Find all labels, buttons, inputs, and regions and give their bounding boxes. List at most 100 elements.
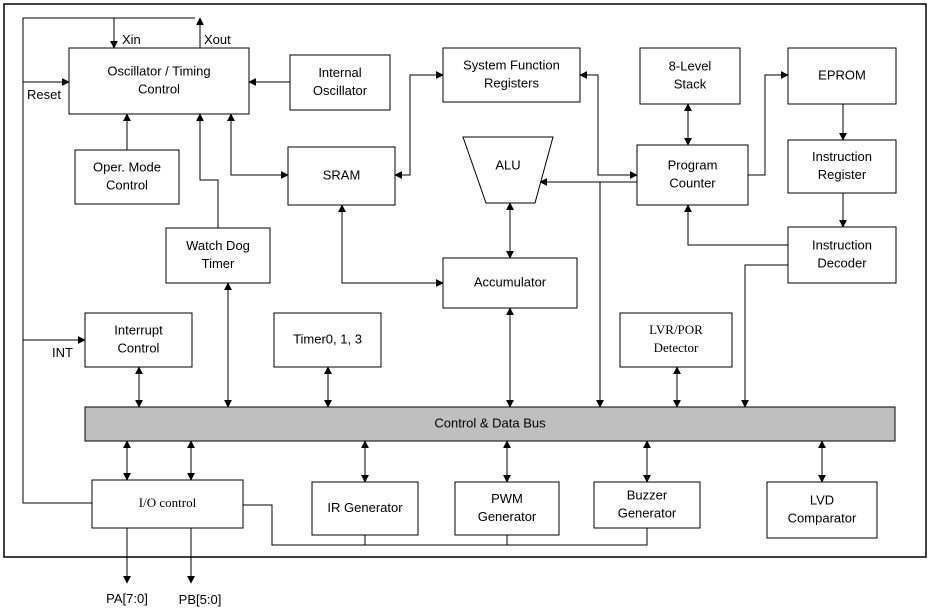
- oscillator-label: Oscillator / Timing: [107, 63, 210, 78]
- lvd-label: Comparator: [788, 510, 857, 525]
- lvr-por-box: [619, 312, 733, 368]
- sram-label: SRAM: [323, 167, 361, 182]
- watchdog-box: [165, 227, 271, 284]
- program-counter-box: [636, 144, 749, 206]
- stack-label: Stack: [674, 76, 707, 91]
- pc-eprom: [748, 71, 789, 176]
- oscillator-box: [68, 47, 250, 115]
- instr-decoder-box: [787, 226, 897, 284]
- bus-label: Control & Data Bus: [434, 415, 546, 430]
- oper-mode-box: [74, 149, 180, 205]
- lvr-por-label: Detector: [654, 340, 699, 355]
- connection-lines: [22, 17, 847, 584]
- oper-mode-label: Oper. Mode: [93, 159, 161, 174]
- oper-mode-label: Control: [106, 177, 148, 192]
- program-counter-label: Counter: [669, 175, 716, 190]
- sram-block: SRAM: [287, 146, 396, 206]
- lvd-block: LVD Comparator: [766, 481, 878, 539]
- wdt-to-osc: [196, 113, 219, 228]
- interrupt-box: [84, 312, 193, 368]
- internal-osc-box: [289, 54, 391, 111]
- instr-register-label: Register: [818, 167, 867, 182]
- pwm-gen-label: Generator: [478, 509, 537, 524]
- interrupt-label: Control: [118, 340, 160, 355]
- accumulator-box: [442, 257, 578, 309]
- lvr-por-block: LVR/POR Detector: [619, 312, 733, 368]
- sfr-pc: [579, 71, 638, 179]
- eprom-box: [787, 47, 897, 105]
- control-data-bus: [84, 406, 896, 442]
- ir-gen-box: [311, 481, 419, 536]
- sys-func-label: Registers: [484, 75, 539, 90]
- oscillator-label: Control: [138, 81, 180, 96]
- pwm-gen-block: PWM Generator: [454, 481, 560, 536]
- accumulator-block: Accumulator: [442, 257, 578, 309]
- alu-block: ALU: [495, 157, 520, 172]
- pwm-gen-label: PWM: [491, 491, 523, 506]
- internal-osc-label: Oscillator: [313, 83, 368, 98]
- io-control-box: [91, 479, 244, 529]
- outer-frame: [3, 3, 927, 558]
- timer-label: Timer0, 1, 3: [293, 331, 362, 346]
- io-control-label: I/O control: [139, 495, 197, 510]
- instr-register-box: [787, 139, 897, 194]
- watchdog-label: Timer: [202, 256, 235, 271]
- eprom-label: EPROM: [818, 67, 866, 82]
- pa-label: PA[7:0]: [106, 591, 148, 606]
- sram-box: [287, 146, 396, 206]
- ir-gen-label: IR Generator: [327, 500, 403, 515]
- alu-shape: [462, 136, 554, 204]
- watchdog-label: Watch Dog: [186, 238, 250, 253]
- sram-sfr: [394, 71, 444, 179]
- decoder-bus: [741, 264, 788, 408]
- io-gen-line: [243, 504, 648, 546]
- ir-gen-block: IR Generator: [311, 481, 419, 536]
- eprom-block: EPROM: [787, 47, 897, 105]
- io-control-block: I/O control: [91, 479, 244, 529]
- timer-block: Timer0, 1, 3: [273, 312, 382, 368]
- instr-decoder-label: Decoder: [817, 255, 867, 270]
- decoder-pc: [684, 204, 788, 246]
- instr-decoder-label: Instruction: [812, 237, 872, 252]
- osc-sram: [227, 113, 289, 179]
- int-label: INT: [52, 345, 73, 360]
- bus-block: Control & Data Bus: [434, 415, 546, 430]
- sram-acc: [338, 204, 444, 287]
- interrupt-label: Interrupt: [114, 322, 163, 337]
- sys-func-label: System Function: [463, 57, 560, 72]
- blocks: Oscillator / TimingControlInternalOscill…: [68, 47, 897, 539]
- xin-label: Xin: [122, 32, 141, 47]
- sys-func-box: [442, 47, 581, 103]
- lvd-box: [766, 481, 878, 539]
- buzzer-gen-box: [593, 481, 701, 529]
- pb-label: PB[5:0]: [179, 592, 222, 607]
- pwm-gen-box: [454, 481, 560, 536]
- buzzer-gen-label: Buzzer: [627, 487, 668, 502]
- accumulator-label: Accumulator: [474, 274, 547, 289]
- timer-box: [273, 312, 382, 368]
- stack-label: 8-Level: [669, 58, 712, 73]
- lvd-label: LVD: [810, 492, 834, 507]
- reset-label: Reset: [27, 87, 61, 102]
- internal-osc-label: Internal: [318, 65, 361, 80]
- buzzer-gen-label: Generator: [618, 505, 677, 520]
- alu-label: ALU: [495, 157, 520, 172]
- lvr-por-label: LVR/POR: [649, 322, 703, 337]
- stack-box: [639, 47, 741, 105]
- program-counter-label: Program: [668, 157, 718, 172]
- instr-register-label: Instruction: [812, 149, 872, 164]
- reset-line: [22, 17, 195, 504]
